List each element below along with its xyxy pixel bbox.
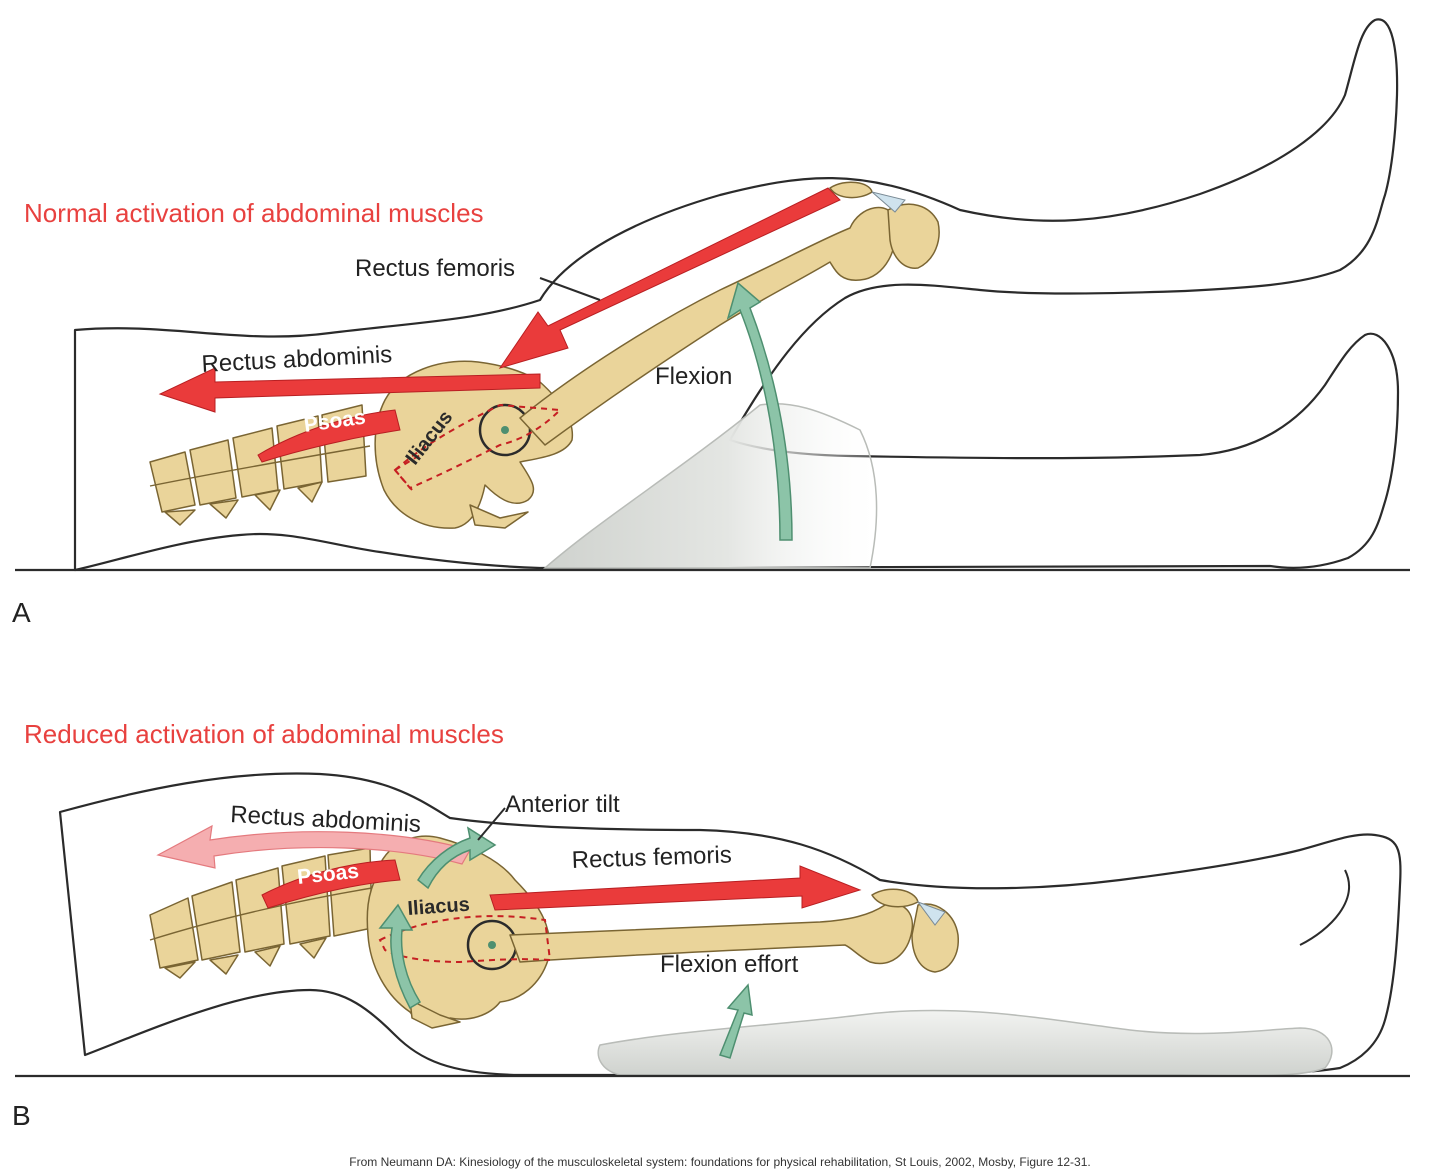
panel-a: Normal activation of abdominal muscles R… bbox=[12, 18, 1410, 628]
label-flexion-effort-b: Flexion effort bbox=[660, 951, 799, 978]
psoas-muscle-a bbox=[257, 409, 401, 463]
rectus-abdominis-arrow-a bbox=[158, 367, 541, 413]
rectus-abdominis-arrow-b bbox=[156, 824, 471, 869]
panel-b-title: Reduced activation of abdominal muscles bbox=[24, 719, 504, 749]
tibia-head-a bbox=[887, 203, 940, 269]
label-rectus-femoris-b: Rectus femoris bbox=[571, 841, 732, 874]
rectus-femoris-arrow-a bbox=[498, 187, 841, 369]
pillow-wedge-a bbox=[542, 402, 878, 569]
label-anterior-tilt-b: Anterior tilt bbox=[505, 791, 620, 818]
femur-a bbox=[519, 206, 897, 446]
anterior-tilt-leader-b bbox=[477, 807, 506, 841]
panel-b: Reduced activation of abdominal muscles … bbox=[12, 719, 1410, 1131]
label-rectus-femoris-a: Rectus femoris bbox=[355, 255, 515, 282]
femur-b bbox=[509, 903, 914, 965]
pelvic-rotation-arrow-b bbox=[378, 903, 422, 1010]
panel-letter-a: A bbox=[12, 597, 31, 628]
rectus-femoris-arrow-b bbox=[489, 865, 862, 911]
flexion-effort-arrow-b bbox=[718, 983, 753, 1059]
iliacus-outline-b bbox=[378, 915, 552, 964]
label-flexion-a: Flexion bbox=[655, 363, 732, 390]
tibia-head-b bbox=[911, 903, 959, 973]
pelvis-b bbox=[366, 835, 551, 1026]
foot-detail-b bbox=[1299, 869, 1350, 946]
rectus-femoris-leader-a bbox=[539, 277, 601, 301]
source-caption: From Neumann DA: Kinesiology of the musc… bbox=[349, 1155, 1090, 1169]
panel-letter-b: B bbox=[12, 1100, 31, 1131]
anterior-tilt-arrow-b bbox=[417, 826, 497, 890]
label-iliacus-b: Iliacus bbox=[407, 894, 471, 920]
spine-b bbox=[149, 847, 373, 979]
iliacus-outline-a bbox=[393, 403, 563, 490]
panel-a-title: Normal activation of abdominal muscles bbox=[24, 198, 484, 228]
psoas-muscle-b bbox=[261, 859, 401, 909]
flexion-arrow-a bbox=[726, 281, 793, 541]
